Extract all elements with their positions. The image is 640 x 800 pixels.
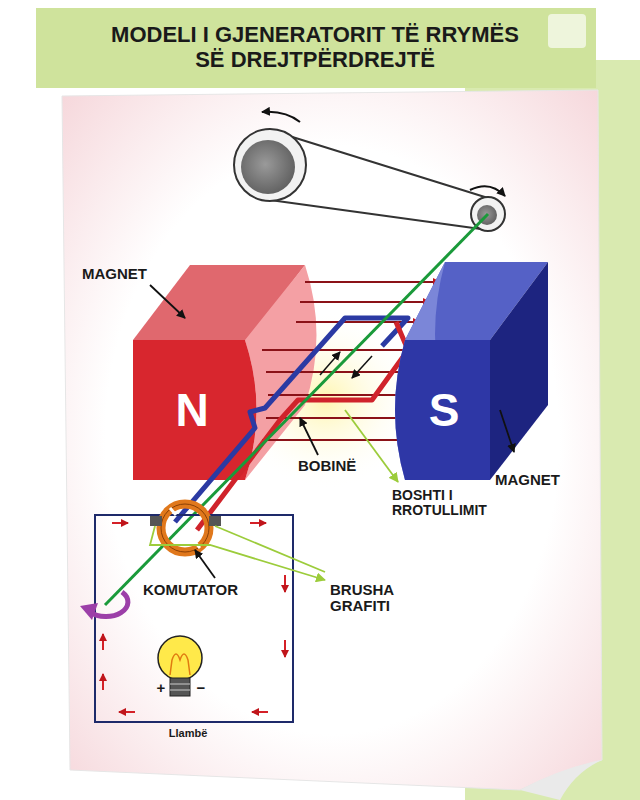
field-lines-part [300,301,430,303]
leader-lines [150,285,514,580]
pulley-belt-part [241,140,295,194]
field-lines-part [262,349,412,351]
circuit-part-part [102,634,104,650]
commutator-part [150,516,162,526]
rotation-arrow-part [80,603,98,620]
background-part [36,8,596,88]
leader-lines-part [215,526,325,572]
lamp-part [170,678,190,696]
background-part [520,760,602,800]
south-magnet-part [395,340,490,480]
circuit-part-part [250,522,266,524]
south-magnet-part [490,262,548,480]
circuit-part-part [284,640,286,657]
field-lines-part [266,371,408,373]
shaft [105,214,488,605]
part-label: BOBINË [298,458,398,474]
lamp-label: Llambë [158,728,218,740]
commutator-part [209,516,221,526]
leader-lines-part [195,550,215,578]
pulley-belt-part [234,129,306,201]
part-label: KOMUTATOR [143,582,283,598]
shaft-part [105,214,488,605]
background [36,8,640,800]
circuit-part-part [102,674,104,690]
pole-letter: S [429,387,460,433]
lamp-part [158,636,202,680]
part-label: MAGNET [82,266,192,282]
field-lines-part [262,439,412,441]
field-lines-part [268,394,406,396]
part-label: BOSHTI I RROTULLIMIT [392,488,512,517]
commutator-part [170,508,176,515]
leader-lines-part [150,526,325,580]
pulley-belt-part [262,112,300,122]
title: MODELI I GJENERATORIT TË RRYMËS SË DREJT… [100,22,530,73]
leader-lines-part [150,285,185,318]
background-part [548,14,586,48]
leader-lines-part [500,410,514,452]
north-magnet-part [133,340,257,480]
south-pole-face: S [400,343,488,477]
leader-lines-part [300,418,318,455]
pulley-belt [234,112,505,231]
rotation-arrow [80,592,128,620]
background-part [62,90,602,790]
lamp-part [170,654,190,675]
part-label: MAGNET [495,472,605,488]
coil-part [352,356,372,378]
polarity-sign: + [154,680,168,696]
south-magnet [395,262,548,480]
part-label: BRUSHA GRAFITI [330,582,430,614]
coil-part [175,318,408,522]
pole-letter: N [175,387,208,433]
lamp-part [170,684,190,685]
circuit-part-part [112,522,128,524]
circuit-part-part [284,575,286,592]
circuit-part-part [252,711,268,713]
coil-part [320,352,340,375]
lamp-part [170,690,190,691]
polarity-sign: − [194,680,208,696]
north-pole-face: N [136,343,248,477]
coil-part [197,322,408,530]
pulley-belt-part [470,186,505,196]
circuit-part-part [119,711,135,713]
